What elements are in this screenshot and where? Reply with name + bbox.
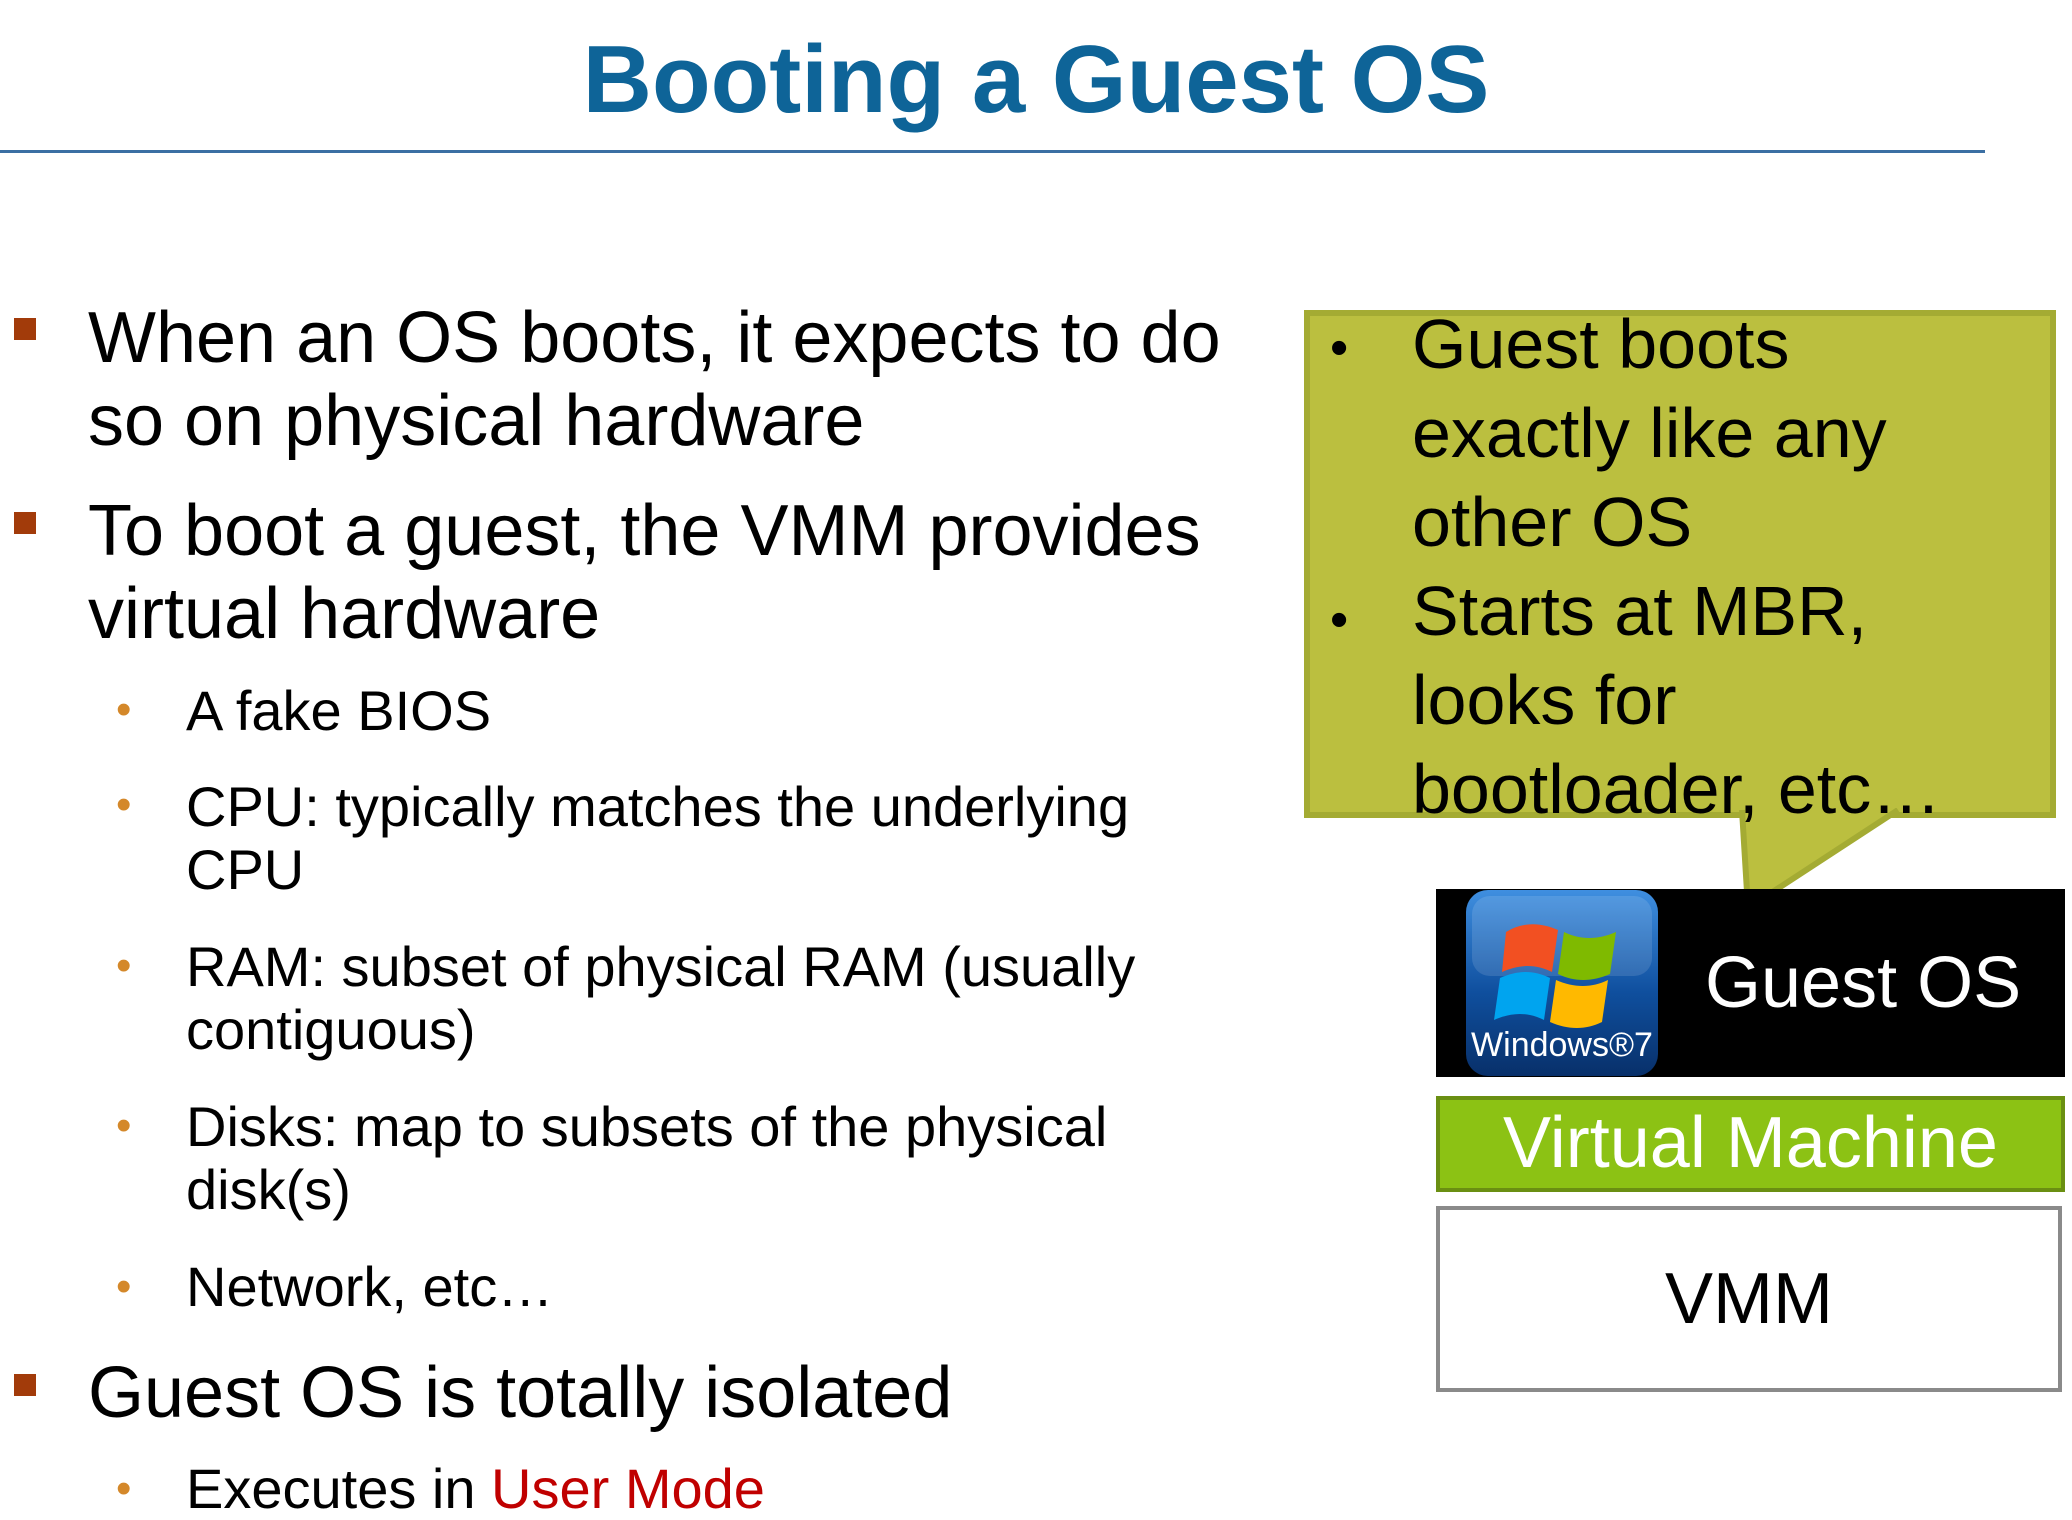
sub-bullet-3-line-2: contiguous) <box>186 998 476 1061</box>
dot-bullet-icon: • <box>116 1464 132 1513</box>
bullet-1-line-2: so on physical hardware <box>88 381 865 461</box>
callout-bubble <box>1304 310 2056 818</box>
virtual-machine-layer <box>1436 1096 2065 1192</box>
vmm-layer <box>1436 1206 2062 1392</box>
guest-os-label: Guest OS <box>1705 943 2022 1023</box>
title-divider <box>0 150 1985 153</box>
sub-bullet-1: A fake BIOS <box>186 679 492 742</box>
bullet-1-line-1: When an OS boots, it expects to do <box>88 298 1221 378</box>
sub-bullet-5: Network, etc… <box>186 1255 554 1318</box>
sub-bullet-3-line-1: RAM: subset of physical RAM (usually <box>186 935 1136 998</box>
dot-bullet-icon: • <box>116 780 132 829</box>
square-bullet-icon <box>14 1374 36 1396</box>
dot-bullet-icon: • <box>116 1262 132 1311</box>
sub-bullet-4-line-1: Disks: map to subsets of the physical <box>186 1095 1108 1158</box>
callout-bullet-icon: • <box>1330 319 1349 377</box>
callout-item-1-line-1: Guest boots <box>1412 305 1790 383</box>
slide-title: Booting a Guest OS <box>582 26 1490 133</box>
bullet-2-line-2: virtual hardware <box>88 574 601 654</box>
bullet-3-line-1: Guest OS is totally isolated <box>88 1353 953 1433</box>
executes-prefix: Executes in <box>186 1457 492 1520</box>
virtual-machine-label: Virtual Machine <box>1503 1103 1998 1183</box>
square-bullet-icon <box>14 512 36 534</box>
dot-bullet-icon: • <box>116 941 132 990</box>
square-bullet-icon <box>14 318 36 340</box>
windows-logo-text: Windows®7 <box>1471 1026 1653 1064</box>
executes-line: Executes in User Mode <box>186 1457 765 1520</box>
vmm-label: VMM <box>1665 1259 1833 1339</box>
user-mode-highlight: User Mode <box>491 1457 765 1520</box>
dot-bullet-icon: • <box>116 685 132 734</box>
callout-bullet-icon: • <box>1330 591 1349 649</box>
callout-item-1-line-2: exactly like any <box>1412 394 1887 472</box>
sub-bullet-2-line-1: CPU: typically matches the underlying <box>186 775 1130 838</box>
callout-item-1-line-3: other OS <box>1412 483 1693 561</box>
dot-bullet-icon: • <box>116 1101 132 1150</box>
windows-7-logo-icon: Windows®7 <box>1466 890 1658 1076</box>
callout-item-2-line-3: bootloader, etc… <box>1412 750 1942 828</box>
sub-bullet-4-line-2: disk(s) <box>186 1158 351 1221</box>
bullet-2-line-1: To boot a guest, the VMM provides <box>88 491 1201 571</box>
sub-bullet-2-line-2: CPU <box>186 838 305 901</box>
callout-item-2-line-1: Starts at MBR, <box>1412 572 1868 650</box>
callout-item-2-line-2: looks for <box>1412 661 1677 739</box>
